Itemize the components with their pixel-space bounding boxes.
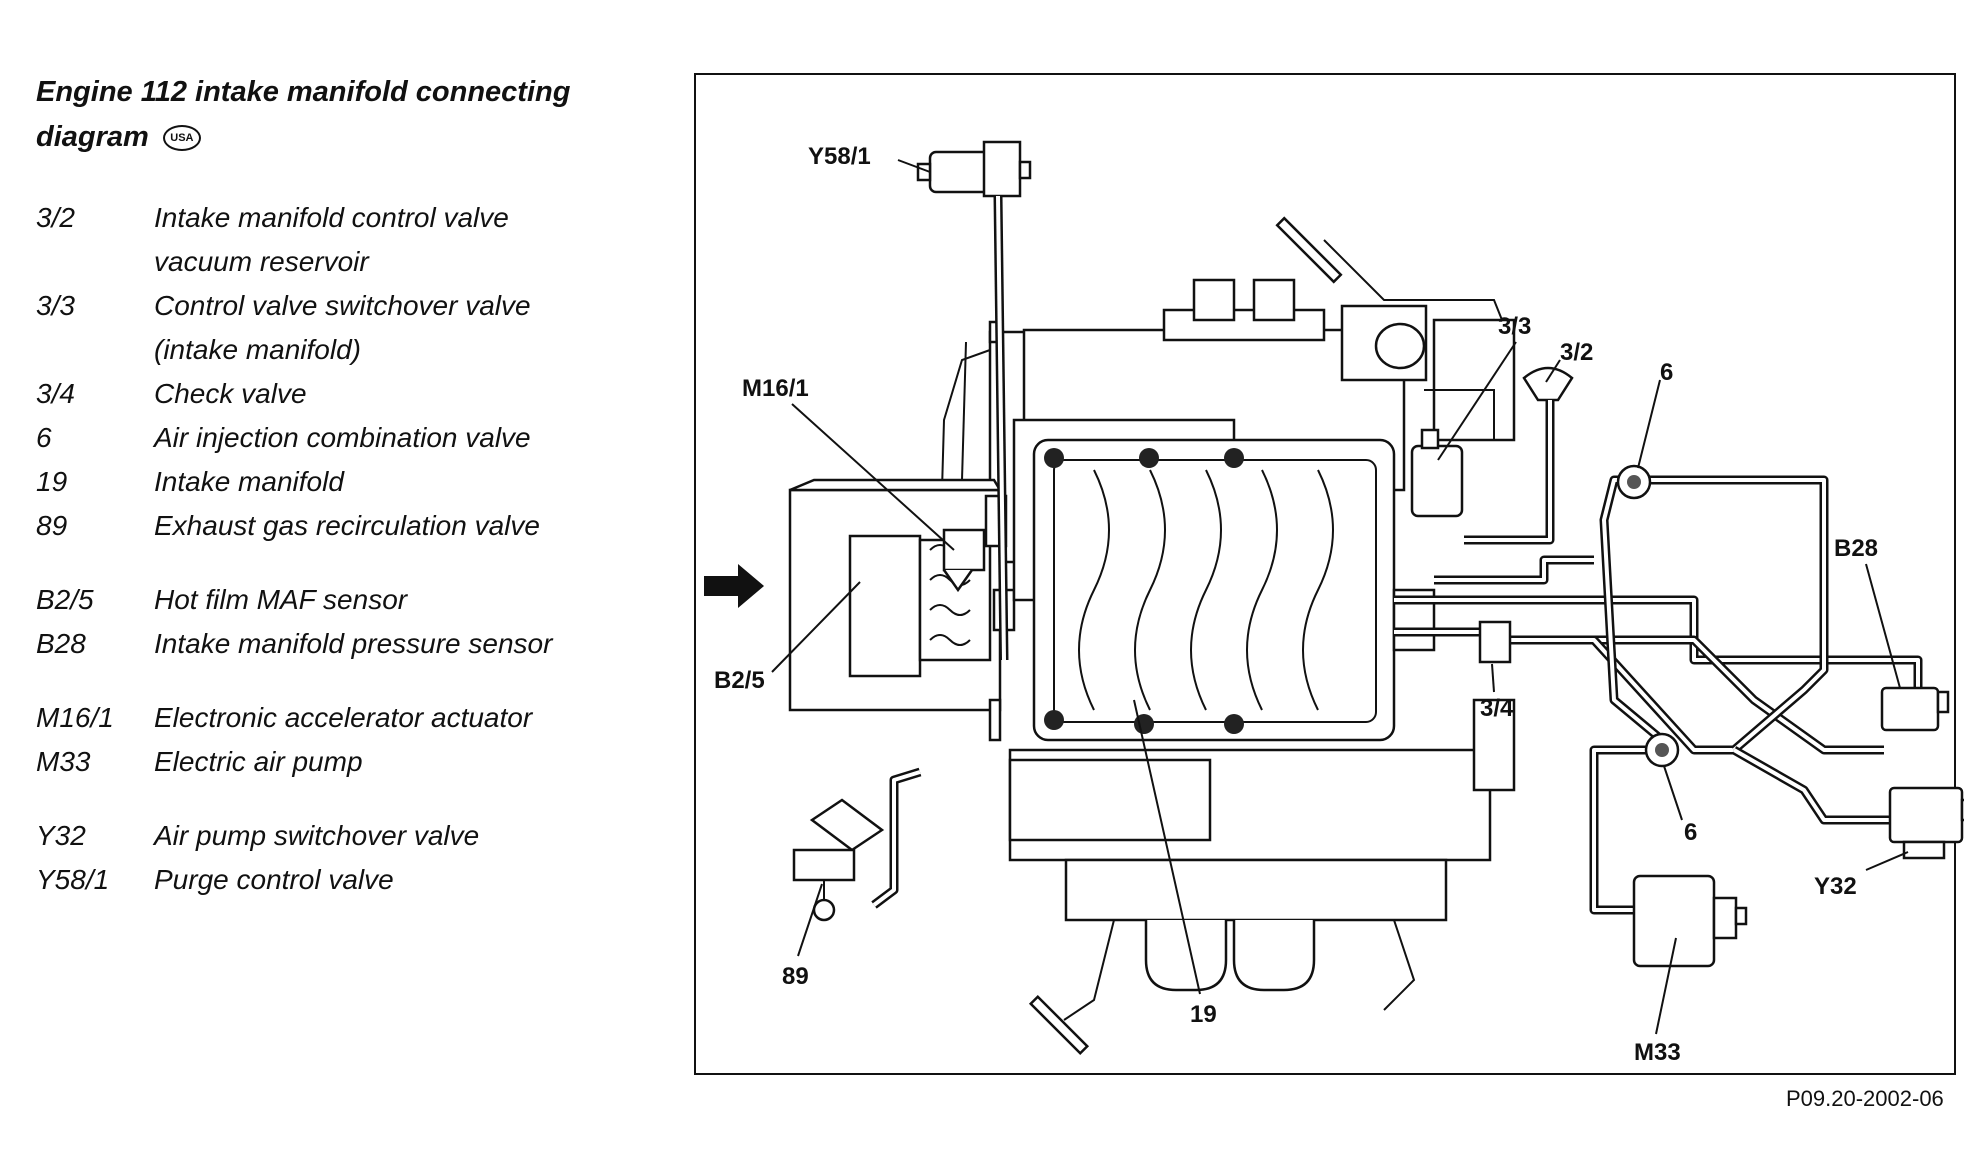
label-y58-1: Y58/1 [808,143,871,170]
air-pump-switchover-valve-y32 [1888,786,1964,860]
legend-code: B2/5 [36,584,94,615]
legend-item: M16/1 Electronic accelerator actuator [36,696,676,740]
legend-code: M33 [36,746,91,777]
legend-code: 89 [36,510,68,541]
legend-description: Electric air pump [154,746,363,777]
label-m33: M33 [1634,1039,1681,1066]
legend-code: M16/1 [36,702,114,733]
legend-item: 3/3 Control valve switchover valve (intak… [36,284,676,372]
label-3-2: 3/2 [1560,339,1593,366]
title-line-1: Engine 112 intake manifold connecting [36,76,571,108]
legend-item: 19 Intake manifold [36,460,676,504]
legend-code: 3/4 [36,378,75,409]
air-injection-valve-bottom-6 [1644,732,1680,768]
label-89: 89 [782,963,809,990]
label-y32: Y32 [1814,873,1857,900]
intake-manifold-pressure-sensor-b28 [1880,686,1950,732]
legend-description: Purge control valve [154,864,394,895]
vacuum-reservoir-3-2 [1464,366,1574,545]
legend-code: 6 [36,422,52,453]
label-b2-5: B2/5 [714,667,765,694]
diagram-title: Engine 112 intake manifold connecting di… [36,70,676,160]
figure-code: P09.20-2002-06 [1786,1086,1944,1111]
legend-code: 3/2 [36,202,75,233]
title-line-2: diagram [36,121,149,153]
legend-list: 3/2 Intake manifold control valve vacuum … [36,196,676,902]
legend-code: B28 [36,628,86,659]
legend-description: Intake manifold [154,466,344,497]
electronic-accelerator-actuator-m16-1 [942,528,986,593]
legend-code: 19 [36,466,68,497]
label-6-top: 6 [1660,359,1673,386]
legend-item: 89 Exhaust gas recirculation valve [36,504,676,548]
legend-description: Check valve [154,378,307,409]
legend-description: Exhaust gas recirculation valve [154,510,540,541]
label-19: 19 [1190,1001,1217,1028]
label-b28: B28 [1834,535,1878,562]
purge-control-valve-y58-1 [916,140,1032,661]
legend-item: M33 Electric air pump [36,740,676,784]
intake-manifold [1032,438,1436,742]
legend-item: B28 Intake manifold pressure sensor [36,622,676,666]
exhaust-gas-recirculation-valve-89 [792,767,922,922]
legend-description: Air injection combination valve [154,422,531,453]
check-valve-3-4 [1478,620,1512,664]
intake-manifold-diagram: Y58/1 M16/1 3/3 3/2 6 B28 B2/5 3/4 6 Y32… [694,73,1964,1075]
legend-description: Air pump switchover valve [154,820,480,851]
electric-air-pump-m33 [1632,874,1748,968]
label-6-bottom: 6 [1684,819,1697,846]
legend-item: Y32 Air pump switchover valve [36,814,676,858]
legend-panel: Engine 112 intake manifold connecting di… [36,70,676,932]
legend-description: Intake manifold control valve vacuum res… [154,202,509,277]
engine-block [788,216,1516,1056]
legend-item: 3/2 Intake manifold control valve vacuum … [36,196,676,284]
legend-group: 3/2 Intake manifold control valve vacuum … [36,196,676,548]
legend-code: Y58/1 [36,864,110,895]
diagram-frame [694,73,1956,1075]
control-valve-switchover-valve-3-3 [1410,428,1464,518]
legend-item: 6 Air injection combination valve [36,416,676,460]
legend-item: 3/4 Check valve [36,372,676,416]
air-injection-valve-top-6 [1616,464,1652,500]
legend-item: Y58/1 Purge control valve [36,858,676,902]
legend-item: B2/5 Hot film MAF sensor [36,578,676,622]
legend-description: Control valve switchover valve (intake m… [154,290,531,365]
label-3-4: 3/4 [1480,695,1514,722]
usa-badge-icon: USA [162,125,201,152]
intake-arrow-icon [704,564,764,608]
legend-description: Intake manifold pressure sensor [154,628,553,659]
legend-description: Electronic accelerator actuator [154,702,533,733]
legend-code: 3/3 [36,290,75,321]
label-m16-1: M16/1 [742,375,809,402]
legend-code: Y32 [36,820,86,851]
label-3-3: 3/3 [1498,313,1531,340]
legend-description: Hot film MAF sensor [154,584,408,615]
